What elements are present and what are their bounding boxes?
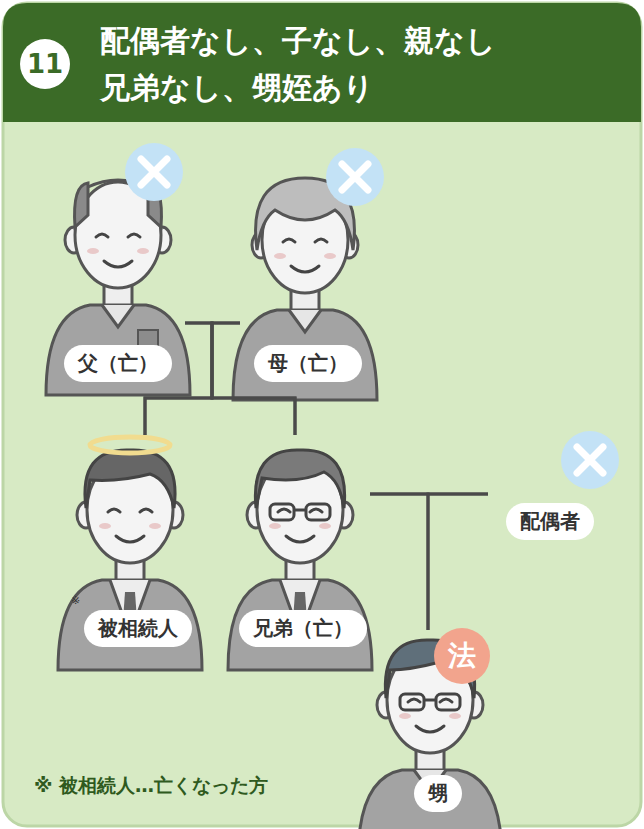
name-pill: 父（亡） [64,345,172,382]
name-pill: 配偶者 [506,503,594,540]
name-pill: 被相続人 [84,610,192,647]
name-pill: 兄弟（亡） [239,610,367,647]
family-line [370,494,428,630]
person-box: 兄弟（亡） [235,435,370,647]
title: 配偶者なし、子なし、親なし 兄弟なし、甥姪あり [100,18,505,111]
legal-heir-badge: 法 [434,638,490,674]
name-pill: 甥 [414,775,462,812]
footnote: ※ 被相続人…亡くなった方 [34,773,268,799]
family-line [428,494,488,630]
person-box: 被相続人 [70,435,205,647]
person-box: 甥 [370,630,505,812]
person-box: 配偶者 [488,470,612,540]
name-pill: 母（亡） [254,345,362,382]
callout-number: 11 [20,47,70,81]
person-box: 母（亡） [240,140,375,382]
note-mark: ※ [71,594,80,607]
person-box: 父（亡） [50,140,185,382]
